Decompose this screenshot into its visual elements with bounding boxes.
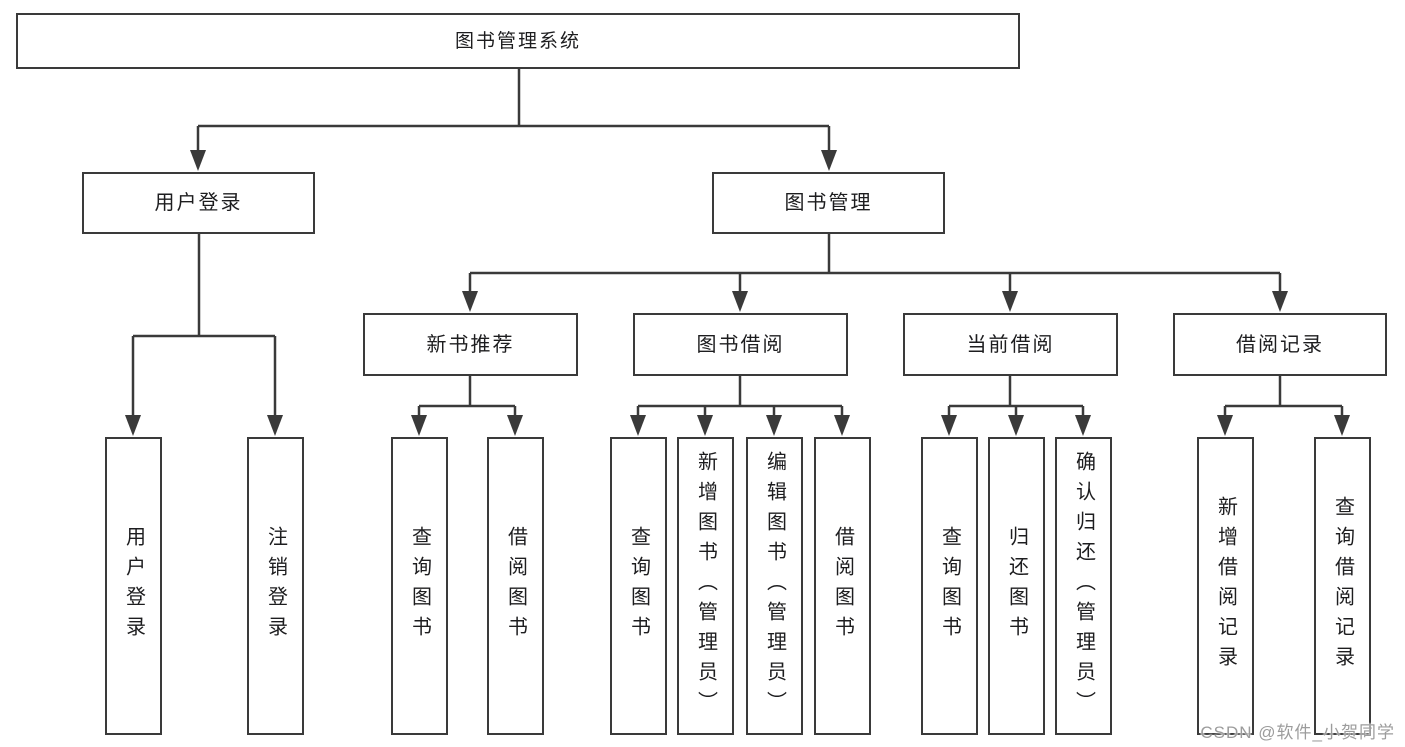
node-label: 图书管理系统 [454,30,581,52]
node-label: 查询图书 [938,526,961,646]
node-label: 借阅记录 [1236,333,1324,356]
leaf-query-borrow-record: 查询借阅记录 [1314,437,1371,735]
leaf-edit-books-admin: 编辑图书（管理员） [746,437,803,735]
leaf-return-books: 归还图书 [988,437,1045,735]
node-label: 用户登录 [122,526,145,646]
node-label: 借阅图书 [831,526,854,646]
node-label: 新增图书（管理员） [694,451,717,721]
leaf-logout: 注销登录 [247,437,304,735]
node-new-book-recommendation: 新书推荐 [363,313,578,376]
leaf-user-login: 用户登录 [105,437,162,735]
node-label: 借阅图书 [504,526,527,646]
node-current-borrowing: 当前借阅 [903,313,1118,376]
node-label: 确认归还（管理员） [1072,451,1095,721]
node-label: 注销登录 [264,526,287,646]
node-label: 查询图书 [408,526,431,646]
leaf-add-borrow-record: 新增借阅记录 [1197,437,1254,735]
node-book-borrowing: 图书借阅 [633,313,848,376]
leaf-borrow-books-borrowing: 借阅图书 [814,437,871,735]
csdn-watermark: CSDN @软件_小贺同学 [1200,723,1395,742]
node-label: 新书推荐 [426,333,515,356]
node-label: 图书借阅 [696,333,785,356]
leaf-add-books-admin: 新增图书（管理员） [677,437,734,735]
node-library-management-system: 图书管理系统 [16,13,1020,69]
node-label: 查询借阅记录 [1331,496,1354,676]
node-label: 新增借阅记录 [1214,496,1237,676]
leaf-borrow-books-recommend: 借阅图书 [487,437,544,735]
node-label: 图书管理 [784,192,873,214]
node-user-login: 用户登录 [82,172,315,234]
node-label: 用户登录 [154,192,243,214]
node-label: 查询图书 [627,526,650,646]
node-label: 归还图书 [1005,526,1028,646]
leaf-query-books-current: 查询图书 [921,437,978,735]
leaf-query-books-recommend: 查询图书 [391,437,448,735]
node-book-management: 图书管理 [712,172,945,234]
node-borrowing-records: 借阅记录 [1173,313,1387,376]
leaf-query-books-borrowing: 查询图书 [610,437,667,735]
node-label: 当前借阅 [966,333,1055,356]
node-label: 编辑图书（管理员） [763,451,786,721]
leaf-confirm-return-admin: 确认归还（管理员） [1055,437,1112,735]
